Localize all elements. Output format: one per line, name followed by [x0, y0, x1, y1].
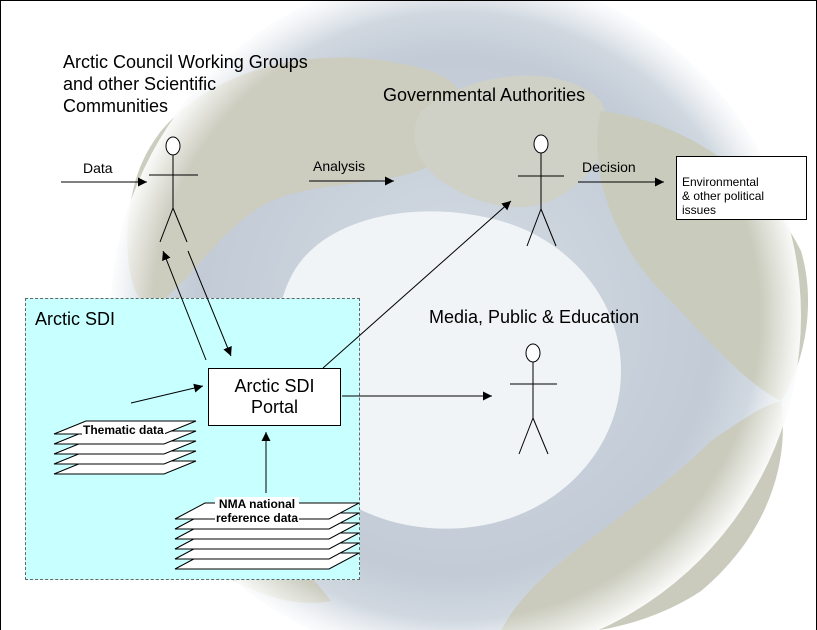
environmental-issues-label: Environmental & other political issues — [682, 175, 765, 217]
portal-label: Arctic SDI Portal — [234, 376, 315, 417]
arctic-sdi-portal-box: Arctic SDI Portal — [208, 368, 341, 426]
scientists-label: Arctic Council Working Groups and other … — [63, 52, 308, 116]
sdi-panel-title: Arctic SDI — [35, 309, 116, 329]
media-label: Media, Public & Education — [429, 307, 640, 327]
environmental-issues-box: Environmental & other political issues — [676, 156, 807, 220]
nma-data-label: NMA national reference data — [215, 497, 300, 525]
arctic-sdi-panel — [25, 298, 360, 580]
decision-flow-label: Decision — [582, 159, 636, 175]
data-flow-label: Data — [83, 160, 113, 176]
government-label: Governmental Authorities — [383, 85, 586, 105]
analysis-flow-label: Analysis — [313, 158, 366, 174]
thematic-data-label: Thematic data — [82, 423, 165, 437]
